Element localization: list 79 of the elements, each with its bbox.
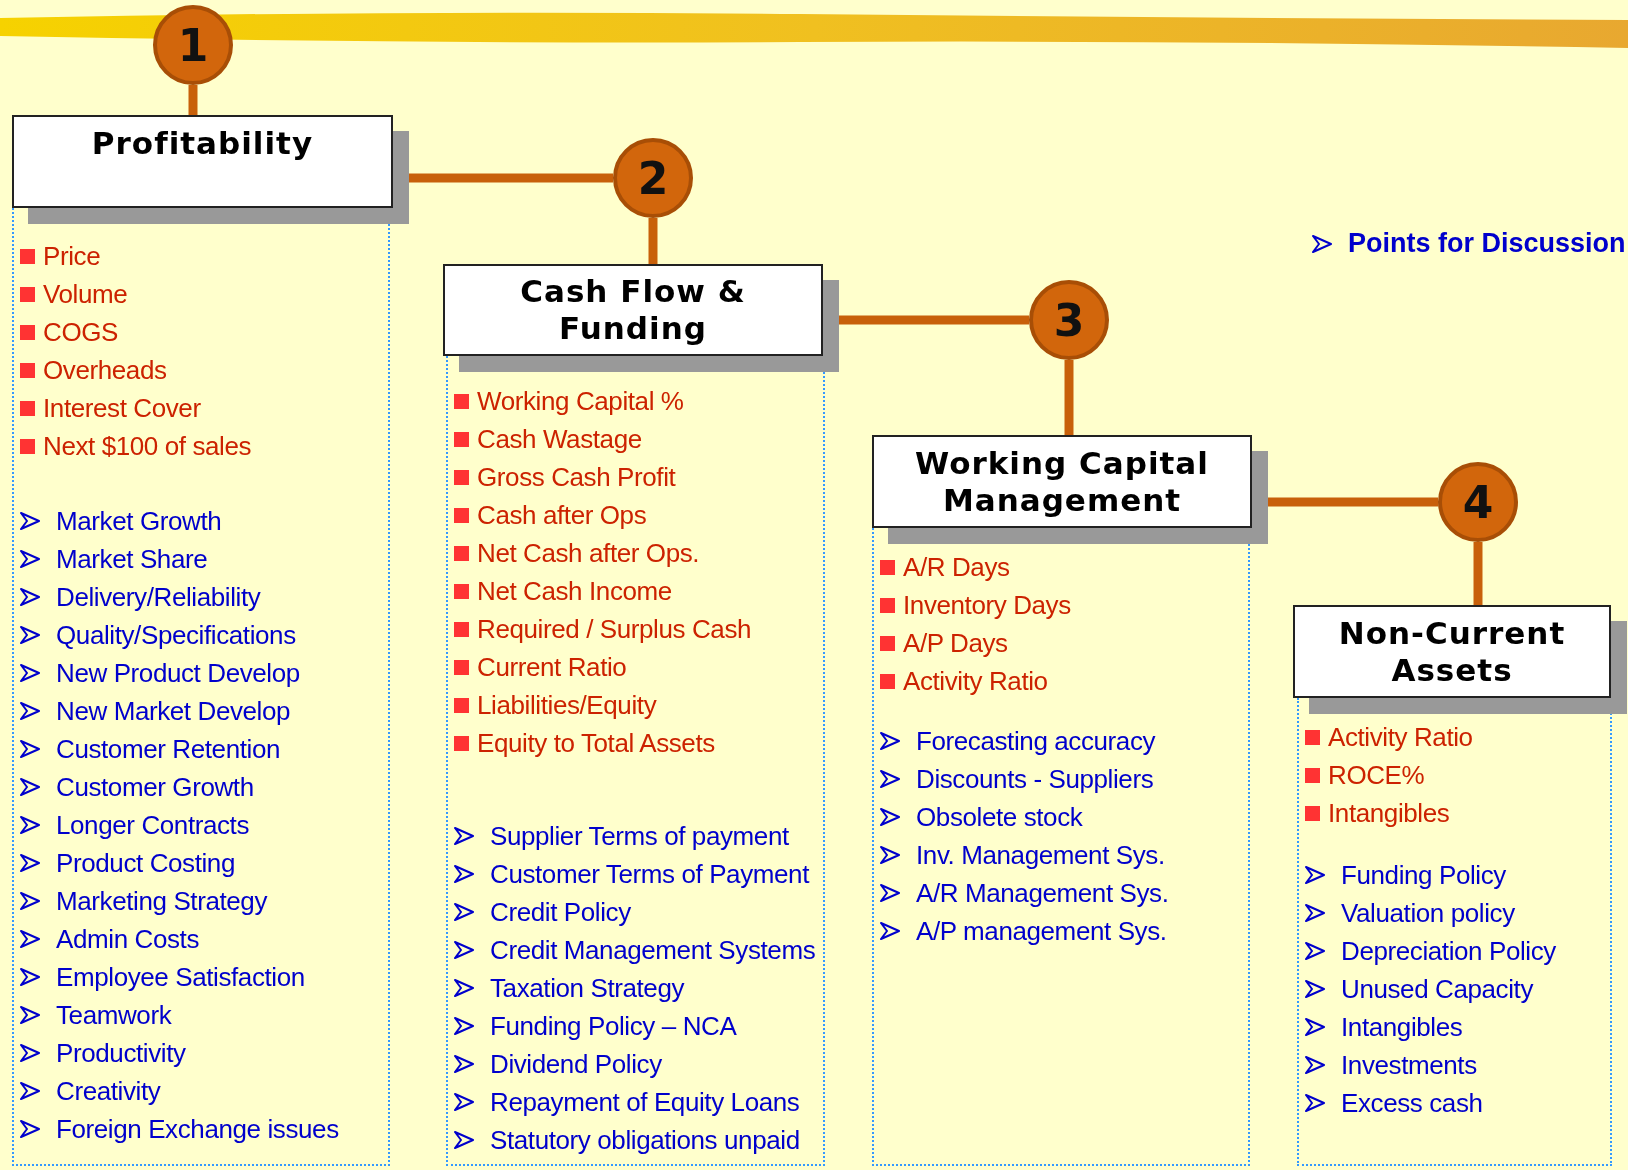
discussion-point: Market Growth: [56, 505, 222, 537]
metric-item: Cash after Ops: [477, 499, 647, 531]
metric-item: Inventory Days: [903, 589, 1071, 621]
discussion-point: A/R Management Sys.: [916, 877, 1169, 909]
discussion-point: Customer Retention: [56, 733, 281, 765]
discussion-point: Unused Capacity: [1341, 973, 1533, 1005]
discussion-point: Dividend Policy: [490, 1048, 662, 1080]
connector-line: [1473, 542, 1483, 605]
dotted-list-panel: [1297, 698, 1612, 1166]
discussion-point: Forecasting accuracy: [916, 725, 1156, 757]
number-circle: 4: [1438, 462, 1518, 542]
metric-item: A/P Days: [903, 627, 1008, 659]
discussion-point: Statutory obligations unpaid: [490, 1124, 800, 1156]
connector-line: [648, 218, 658, 264]
discussion-point: Investments: [1341, 1049, 1477, 1081]
metric-item: Activity Ratio: [1328, 721, 1473, 753]
discussion-point: Foreign Exchange issues: [56, 1113, 339, 1145]
metric-item: ROCE%: [1328, 759, 1425, 791]
discussion-point: Taxation Strategy: [490, 972, 685, 1004]
metric-item: Activity Ratio: [903, 665, 1048, 697]
title-text: Working Capital Management: [914, 444, 1210, 519]
discussion-point: Market Share: [56, 543, 208, 575]
discussion-point: Intangibles: [1341, 1011, 1463, 1043]
connector-line: [188, 85, 198, 115]
discussion-point: Funding Policy: [1341, 859, 1506, 891]
discussion-point: Discounts - Suppliers: [916, 763, 1154, 795]
discussion-point: Excess cash: [1341, 1087, 1483, 1119]
metric-item: Price: [43, 240, 101, 272]
discussion-point: Inv. Management Sys.: [916, 839, 1165, 871]
discussion-point: Delivery/Reliability: [56, 581, 261, 613]
metric-item: Interest Cover: [43, 392, 201, 424]
discussion-point: Valuation policy: [1341, 897, 1515, 929]
number-circle: 2: [613, 138, 693, 218]
discussion-point: Obsolete stock: [916, 801, 1083, 833]
dotted-list-panel: [872, 528, 1250, 1166]
discussion-point: Funding Policy – NCA: [490, 1010, 737, 1042]
discussion-point: Longer Contracts: [56, 809, 250, 841]
discussion-point: Customer Terms of Payment: [490, 858, 809, 890]
note-text: Points for Discussion: [1348, 228, 1626, 259]
discussion-point: Quality/Specifications: [56, 619, 296, 651]
discussion-point: Customer Growth: [56, 771, 254, 803]
discussion-point: Employee Satisfaction: [56, 961, 305, 993]
metric-item: Current Ratio: [477, 651, 627, 683]
title-text: Profitability: [91, 125, 314, 162]
discussion-point: Teamwork: [56, 999, 172, 1031]
metric-item: Cash Wastage: [477, 423, 642, 455]
metric-item: Intangibles: [1328, 797, 1450, 829]
metric-item: Liabilities/Equity: [477, 689, 657, 721]
discussion-point: Creativity: [56, 1075, 161, 1107]
discussion-point: Credit Policy: [490, 896, 631, 928]
metric-item: Required / Surplus Cash: [477, 613, 752, 645]
discussion-point: Repayment of Equity Loans: [490, 1086, 800, 1118]
metric-item: Equity to Total Assets: [477, 727, 715, 759]
metric-item: A/R Days: [903, 551, 1010, 583]
discussion-point: Marketing Strategy: [56, 885, 267, 917]
discussion-point: Admin Costs: [56, 923, 199, 955]
discussion-point: Credit Management Systems: [490, 934, 816, 966]
metric-item: Next $100 of sales: [43, 430, 252, 462]
metric-item: Net Cash Income: [477, 575, 672, 607]
discussion-point: Product Costing: [56, 847, 235, 879]
dotted-list-panel: [446, 356, 825, 1166]
metric-item: Overheads: [43, 354, 167, 386]
connector-line: [1064, 360, 1074, 435]
discussion-point: Productivity: [56, 1037, 186, 1069]
discussion-point: Depreciation Policy: [1341, 935, 1556, 967]
title-text: Non-Current Assets: [1337, 614, 1567, 689]
metric-item: Gross Cash Profit: [477, 461, 676, 493]
title-text: Cash Flow & Funding: [519, 273, 747, 347]
metric-item: Volume: [43, 278, 128, 310]
metric-item: Working Capital %: [477, 385, 684, 417]
discussion-point: Supplier Terms of payment: [490, 820, 789, 852]
discussion-point: A/P management Sys.: [916, 915, 1167, 947]
number-circle: 3: [1029, 280, 1109, 360]
number-circle: 1: [153, 5, 233, 85]
metric-item: COGS: [43, 316, 118, 348]
dotted-list-panel: [12, 208, 390, 1166]
discussion-point: New Product Develop: [56, 657, 300, 689]
discussion-point: New Market Develop: [56, 695, 291, 727]
metric-item: Net Cash after Ops.: [477, 537, 700, 569]
